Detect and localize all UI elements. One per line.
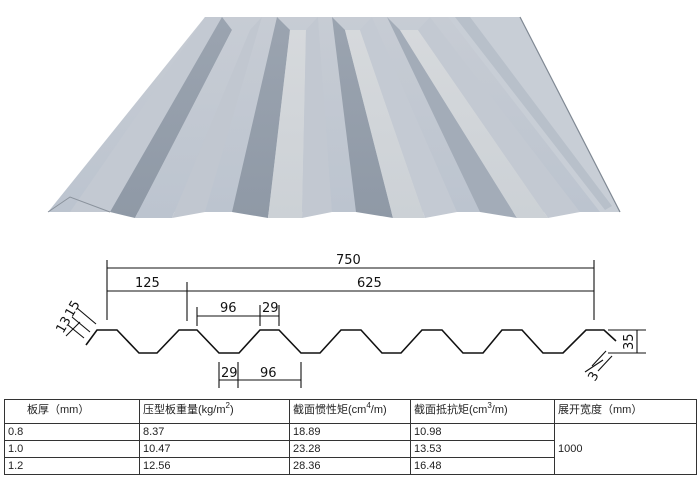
- dim-top-29: 29: [262, 301, 279, 316]
- spec-table: 板厚（mm） 压型板重量(kg/m2) 截面惯性矩(cm4/m) 截面抵抗矩(c…: [4, 399, 697, 475]
- cell-thickness: 1.2: [4, 457, 140, 475]
- profile-line: [85, 329, 617, 354]
- table-row: 0.8 8.37 18.89 10.98 1000: [4, 423, 697, 475]
- dim-750: 750: [336, 253, 361, 268]
- cell-inertia: 18.89: [289, 423, 411, 441]
- cell-modulus: 10.98: [410, 423, 555, 441]
- header-unfolded-width: 展开宽度（mm）: [554, 399, 697, 424]
- cell-weight: 8.37: [139, 423, 290, 441]
- dim-lip-13: 13: [53, 314, 74, 336]
- dim-bottom-96: 96: [260, 366, 277, 381]
- profile-drawing: 750 125 625 96 29 29 96 35 13 15 3: [53, 253, 646, 388]
- header-thickness: 板厚（mm）: [4, 399, 140, 424]
- table-row: 1.0 10.47 23.28 13.53: [4, 440, 697, 458]
- table-header-row: 板厚（mm） 压型板重量(kg/m2) 截面惯性矩(cm4/m) 截面抵抗矩(c…: [4, 399, 697, 424]
- cell-modulus: 16.48: [410, 457, 555, 475]
- cell-weight: 10.47: [139, 440, 290, 458]
- dim-125: 125: [135, 276, 160, 291]
- dim-top-96: 96: [220, 301, 237, 316]
- dim-bottom-29: 29: [221, 366, 238, 381]
- header-modulus: 截面抵抗矩(cm3/m): [410, 399, 555, 424]
- cell-weight: 12.56: [139, 457, 290, 475]
- dim-625: 625: [357, 276, 382, 291]
- cell-inertia: 23.28: [289, 440, 411, 458]
- cell-thickness: 1.0: [4, 440, 140, 458]
- header-weight: 压型板重量(kg/m2): [139, 399, 290, 424]
- cell-modulus: 13.53: [410, 440, 555, 458]
- cell-unfolded-width: 1000: [554, 423, 697, 475]
- rib-shading: [70, 17, 620, 218]
- dim-height-35: 35: [622, 333, 637, 350]
- dimension-lines: [65, 260, 646, 388]
- dim-lip-15: 15: [62, 298, 83, 320]
- panel-3d-render: [47, 16, 621, 218]
- cell-inertia: 28.36: [289, 457, 411, 475]
- cell-thickness: 0.8: [4, 423, 140, 441]
- dim-lip-3: 3: [585, 369, 602, 384]
- header-inertia: 截面惯性矩(cm4/m): [289, 399, 411, 424]
- table-row: 1.2 12.56 28.36 16.48: [4, 457, 697, 475]
